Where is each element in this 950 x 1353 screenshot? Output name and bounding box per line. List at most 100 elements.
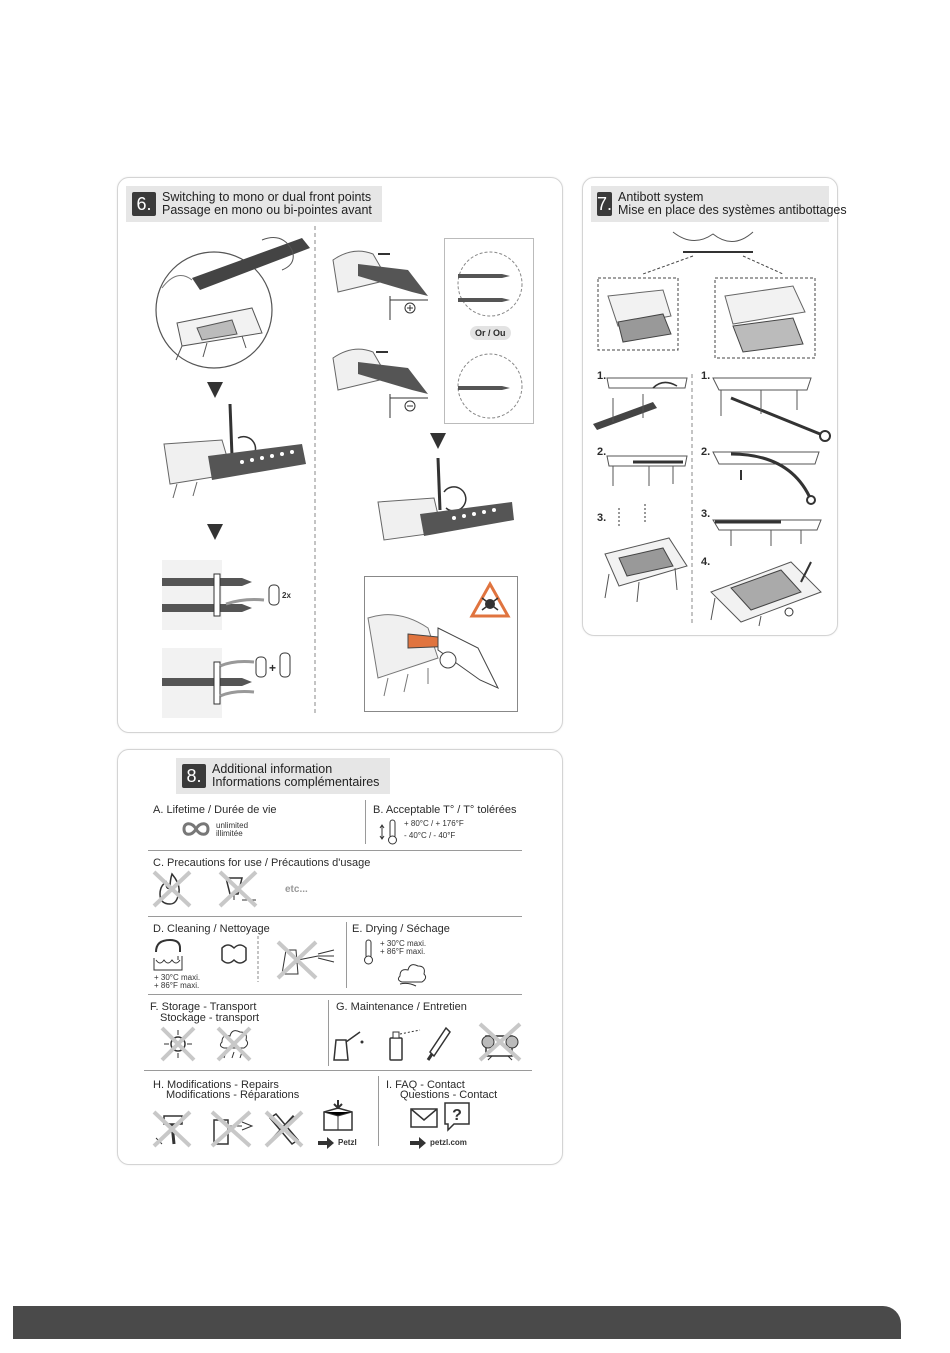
- step-label: 4.: [701, 556, 711, 568]
- step-label: 2.: [701, 446, 711, 458]
- antibott-step3-illustration: [604, 504, 688, 603]
- step-label: 3.: [597, 512, 607, 524]
- front-points-mono-spacer-illustration: [162, 648, 255, 718]
- divider: [365, 800, 366, 844]
- spray-can-icon: [389, 1029, 421, 1061]
- sponge-icon: [221, 944, 247, 964]
- antibott-right-step2-illustration: [712, 451, 820, 505]
- drying-label: E. Drying / Séchage: [352, 923, 450, 935]
- drying-temp-c: + 30°C maxi.: [380, 939, 427, 948]
- website-link[interactable]: petzl.com: [430, 1138, 467, 1147]
- dashed-divider: [314, 226, 316, 716]
- lifetime-en: unlimited: [216, 821, 249, 830]
- section-title-en: Switching to mono or dual front points: [162, 190, 372, 204]
- section-6-panel: 6. Switching to mono or dual front point…: [117, 177, 563, 733]
- storage-label: F. Storage - Transport: [150, 1001, 257, 1013]
- modifications-label: H. Modifications - Repairs: [153, 1079, 279, 1091]
- spacer-icon: [279, 652, 291, 678]
- section-7-header: 7. Antibott system Mise en place des sys…: [591, 186, 847, 222]
- arrow-right-icon: [318, 1137, 334, 1149]
- step-label: 1.: [701, 370, 711, 382]
- thermometer-icon: [364, 939, 373, 965]
- section-title-fr: Informations complémentaires: [212, 775, 380, 789]
- step-label: 3.: [701, 508, 711, 520]
- divider: [148, 916, 522, 917]
- temperature-min: - 40°C / - 40°F: [404, 831, 456, 840]
- hex-key-adjust-illustration: [163, 403, 306, 499]
- dashed-divider: [257, 936, 259, 982]
- incorrect-assembly-illustration: [367, 614, 500, 697]
- front-point-retract-illustration: [332, 348, 428, 418]
- cleaning-label: D. Cleaning / Nettoyage: [153, 923, 270, 935]
- arrow-down-icon: [430, 433, 446, 449]
- pressure-washer-crossed-icon: [276, 940, 335, 980]
- front-point-extend-illustration: [332, 250, 428, 320]
- lifetime-fr: illimitée: [216, 829, 243, 838]
- blowtorch-crossed-icon: [210, 1110, 254, 1148]
- lifetime-label: A. Lifetime / Durée de vie: [153, 804, 277, 816]
- maintenance-label: G. Maintenance / Entretien: [336, 1001, 467, 1013]
- antibott-right-step1-illustration: [712, 377, 831, 442]
- section-6-header: 6. Switching to mono or dual front point…: [126, 186, 382, 222]
- return-box-icon: [323, 1100, 353, 1131]
- section-7-panel: 7. Antibott system Mise en place des sys…: [582, 177, 847, 636]
- svg-text:?: ?: [452, 1107, 462, 1124]
- divider: [346, 922, 347, 988]
- step-label: 2.: [597, 446, 607, 458]
- section-title-fr: Passage en mono ou bi-pointes avant: [162, 203, 372, 217]
- point-circle-detail: [457, 251, 523, 317]
- crampon-magnifier-illustration: [155, 237, 310, 369]
- front-points-2x-spacer-illustration: [162, 560, 265, 630]
- faq-label-fr: Questions - Contact: [400, 1089, 498, 1101]
- section-8-header: 8. Additional information Informations c…: [176, 758, 390, 794]
- section-title-fr: Mise en place des systèmes antibottages: [618, 203, 847, 217]
- antibott-right-step3-illustration: [712, 519, 822, 546]
- section-number: 8.: [182, 764, 206, 788]
- warning-box: [364, 576, 518, 712]
- antibott-right-step4-illustration: [710, 561, 822, 627]
- rain-crossed-icon: [216, 1026, 252, 1062]
- plus-sign: +: [269, 661, 277, 675]
- arrow-right-icon: [410, 1137, 426, 1149]
- infinity-icon: [182, 822, 210, 836]
- grinder-crossed-icon: [478, 1022, 522, 1062]
- arrow-down-icon: [207, 524, 223, 540]
- section-number: 7.: [597, 192, 613, 216]
- warning-triangle-icon: [469, 580, 511, 618]
- spacer-icon: [268, 584, 280, 606]
- thermometer-icon: [379, 819, 397, 845]
- hammer-crossed-icon: [152, 1110, 192, 1148]
- dashed-divider: [691, 374, 693, 624]
- drying-temp-f: + 86°F maxi.: [380, 947, 426, 956]
- page-footer-bar: [13, 1306, 901, 1339]
- modifications-label-fr: Modifications - Réparations: [166, 1089, 300, 1101]
- envelope-icon[interactable]: [410, 1108, 438, 1128]
- antibott-step2-illustration: [606, 455, 688, 486]
- hex-key-tighten-illustration: [377, 457, 514, 541]
- storage-label-fr: Stockage - transport: [160, 1012, 260, 1024]
- divider: [148, 850, 522, 851]
- question-bubble-icon[interactable]: ?: [444, 1102, 470, 1132]
- section-title-en: Antibott system: [618, 190, 704, 204]
- arrow-down-icon: [207, 382, 223, 398]
- etc-label: etc...: [285, 884, 308, 895]
- section-number: 6.: [132, 192, 156, 216]
- step-label: 1.: [597, 370, 607, 382]
- front-point-comparison-box: [444, 238, 534, 424]
- antibott-plates-illustration: [597, 231, 816, 359]
- cleaning-temp-f: + 86°F maxi.: [154, 981, 200, 990]
- divider: [328, 1000, 329, 1066]
- section-8-panel: 8. Additional information Informations c…: [117, 749, 563, 1165]
- antibott-step1-illustration: [593, 377, 688, 430]
- chemical-crossed-icon: [218, 870, 258, 908]
- tools-crossed-icon: [264, 1110, 304, 1148]
- cleaning-temp-c: + 30°C maxi.: [154, 973, 201, 982]
- point-circle-detail: [457, 353, 523, 419]
- divider: [148, 994, 522, 995]
- divider: [144, 1070, 532, 1071]
- section-title-en: Additional information: [212, 762, 333, 776]
- spacer-icon: [255, 656, 267, 678]
- air-dry-icon: [397, 964, 427, 987]
- or-label: Or / Ou: [470, 326, 511, 340]
- faq-label: I. FAQ - Contact: [386, 1079, 465, 1091]
